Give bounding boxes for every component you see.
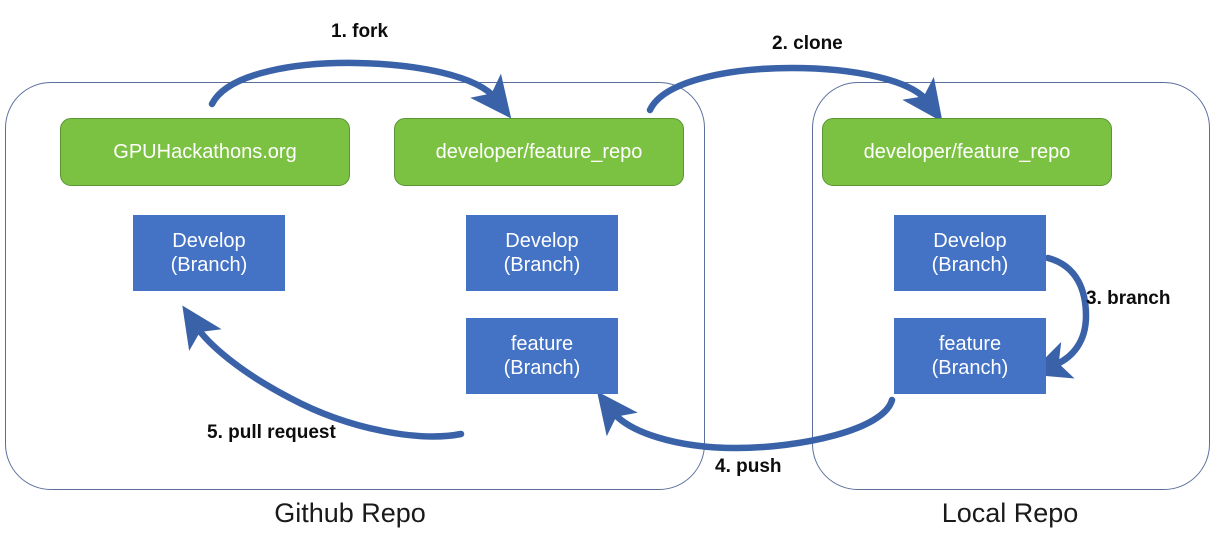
node-label: developer/feature_repo bbox=[435, 140, 643, 163]
step-label-push: 4. push bbox=[715, 456, 782, 477]
node-local-feature-branch[interactable]: feature (Branch) bbox=[894, 318, 1046, 394]
branch-name: Develop bbox=[933, 229, 1007, 252]
node-local-feature-repo[interactable]: developer/feature_repo bbox=[822, 118, 1112, 186]
local-repo-container bbox=[812, 82, 1210, 490]
branch-kind: (Branch) bbox=[503, 357, 581, 379]
github-repo-caption: Github Repo bbox=[274, 498, 426, 528]
branch-kind: (Branch) bbox=[503, 254, 581, 276]
branch-name: Develop bbox=[172, 229, 246, 252]
local-repo-caption: Local Repo bbox=[941, 498, 1079, 528]
node-fork-develop-branch[interactable]: Develop (Branch) bbox=[466, 215, 618, 291]
node-github-feature-repo[interactable]: developer/feature_repo bbox=[394, 118, 684, 186]
node-gpuhackathons-org[interactable]: GPUHackathons.org bbox=[60, 118, 350, 186]
branch-name: feature bbox=[938, 332, 1002, 355]
node-local-develop-branch[interactable]: Develop (Branch) bbox=[894, 215, 1046, 291]
branch-kind: (Branch) bbox=[931, 357, 1009, 379]
branch-kind: (Branch) bbox=[931, 254, 1009, 276]
node-label: GPUHackathons.org bbox=[113, 140, 297, 163]
node-fork-feature-branch[interactable]: feature (Branch) bbox=[466, 318, 618, 394]
node-github-develop-branch[interactable]: Develop (Branch) bbox=[133, 215, 285, 291]
step-label-clone: 2. clone bbox=[772, 33, 843, 54]
node-label: developer/feature_repo bbox=[863, 140, 1071, 163]
step-label-fork: 1. fork bbox=[331, 21, 389, 42]
branch-name: feature bbox=[510, 332, 574, 355]
branch-name: Develop bbox=[505, 229, 579, 252]
step-label-branch: 3. branch bbox=[1086, 288, 1171, 309]
branch-kind: (Branch) bbox=[170, 254, 248, 276]
step-label-pull-request: 5. pull request bbox=[207, 422, 336, 443]
